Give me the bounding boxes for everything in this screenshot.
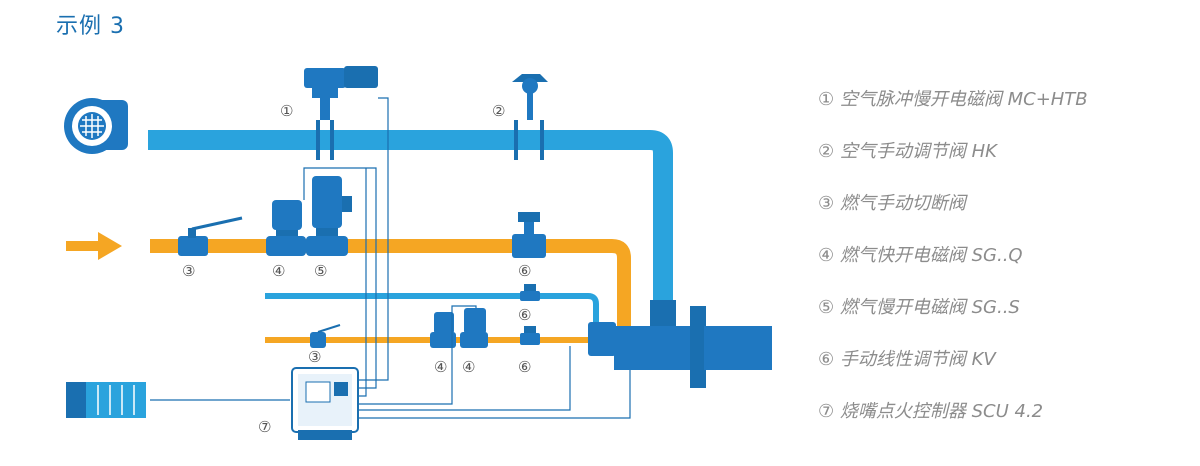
legend-text: 空气手动调节阀 HK [839,141,997,162]
marker-4c: ④ [462,358,475,376]
marker-6b: ⑥ [518,306,531,324]
legend-text: 空气脉冲慢开电磁阀 MC+HTB [839,89,1088,110]
legend-num: ③ [818,193,835,214]
marker-3a: ③ [182,262,195,280]
legend-item: ⑥ 手动线性调节阀 KV [818,342,1088,394]
air-solenoid-valve-icon [304,66,378,160]
control-wiring [150,97,631,419]
pilot-gas-linear-valve-icon [520,326,540,345]
marker-3b: ③ [308,348,321,366]
legend-num: ④ [818,245,835,266]
marker-7: ⑦ [258,418,271,436]
marker-6a: ⑥ [518,262,531,280]
legend-text: 燃气慢开电磁阀 SG..S [839,297,1020,318]
blower-icon [64,98,128,154]
gas-inlet-arrow-icon [66,232,122,260]
control-panel-icon [66,382,146,418]
gas-linear-valve-icon [512,212,546,258]
gas-slow-solenoid-valve-icon [306,176,352,256]
pilot-air-linear-valve-icon [520,284,540,301]
legend-item: ③ 燃气手动切断阀 [818,186,1088,238]
legend-item: ② 空气手动调节阀 HK [818,134,1088,186]
legend-item: ① 空气脉冲慢开电磁阀 MC+HTB [818,82,1088,134]
legend-item: ⑤ 燃气慢开电磁阀 SG..S [818,290,1088,342]
burner-controller-icon [291,367,359,440]
marker-4b: ④ [434,358,447,376]
diagram-title: 示例 3 [56,14,125,39]
legend: ① 空气脉冲慢开电磁阀 MC+HTB ② 空气手动调节阀 HK ③ 燃气手动切断… [818,82,1088,446]
pilot-gas-manual-valve-icon [310,324,341,348]
marker-1: ① [280,102,293,120]
marker-2: ② [492,102,505,120]
gas-pipe-main [150,239,631,332]
legend-item: ⑦ 烧嘴点火控制器 SCU 4.2 [818,394,1088,446]
diagram-markers: ① ② ③ ④ ⑤ ⑥ ⑥ ③ ④ ④ ⑥ ⑦ [182,102,531,436]
gas-fast-solenoid-valve-icon [266,200,306,256]
pilot-gas-solenoid-valves-icon [430,308,488,348]
legend-text: 燃气手动切断阀 [839,193,966,214]
legend-item: ④ 燃气快开电磁阀 SG..Q [818,238,1088,290]
legend-num: ⑦ [818,401,835,422]
gas-manual-valve-icon [178,216,243,256]
burner-icon [588,300,772,388]
marker-4a: ④ [272,262,285,280]
air-manual-valve-icon [512,74,548,160]
legend-text: 手动线性调节阀 KV [839,349,996,370]
air-pipe-pilot [265,293,599,325]
legend-num: ⑤ [818,297,835,318]
air-pipe-main [148,130,673,300]
marker-5: ⑤ [314,262,327,280]
legend-text: 烧嘴点火控制器 SCU 4.2 [839,401,1044,422]
legend-num: ② [818,141,835,162]
marker-6c: ⑥ [518,358,531,376]
legend-num: ① [818,89,835,110]
legend-text: 燃气快开电磁阀 SG..Q [839,245,1023,266]
legend-num: ⑥ [818,349,835,370]
